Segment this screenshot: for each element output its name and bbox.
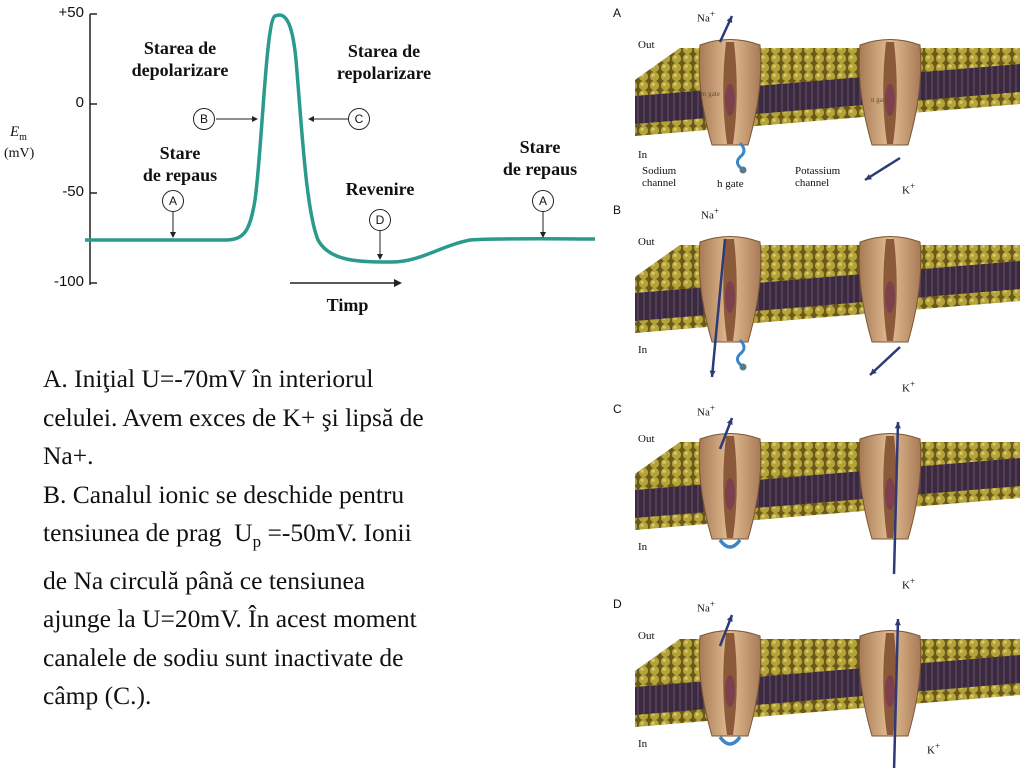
marker-a2: A: [532, 190, 554, 212]
k-arrow-c-head: [894, 422, 901, 429]
text-line-6: de Na circulă până ce tensiunea: [43, 565, 366, 595]
membrane-panels: A B C D Out In Out In Out In Out In Na+ …: [605, 0, 1024, 768]
k-label-a: K+: [902, 181, 916, 197]
k-arrow-a-head: [865, 174, 872, 180]
text-line-2: celulei. Avem exces de K+ şi lipsă de: [43, 402, 424, 432]
membrane-panel-a: [635, 15, 1020, 182]
h-gate-icon: [735, 338, 747, 371]
text-line-4: B. Canalul ionic se deschide pentru: [43, 479, 405, 509]
h-gate-icon: [735, 141, 747, 174]
m-gate-label: m gate: [701, 90, 720, 98]
panel-letter-b: B: [613, 203, 622, 217]
marker-a: A: [162, 190, 184, 212]
explanation-text: A. Iniţial U=-70mV în interiorul celulei…: [43, 360, 603, 716]
action-potential-curve: [85, 13, 596, 264]
arrowhead-d: [377, 254, 383, 260]
k-label-b: K+: [902, 379, 916, 395]
out-label-a: Out: [638, 39, 655, 51]
na-arrow-c-head: [726, 418, 733, 425]
x-axis-label: Timp: [326, 295, 369, 315]
sodium-channel-icon: [698, 630, 762, 737]
k-arrow-a: [864, 156, 901, 182]
text-line-9: câmp (C.).: [43, 681, 152, 711]
text-line-8: canalele de sodiu sunt inactivate de: [43, 642, 404, 672]
out-label-d: Out: [638, 630, 655, 642]
panel-letter-c: C: [613, 402, 622, 416]
membrane-panel-c: [635, 417, 1020, 575]
k-arrow-c: [892, 421, 900, 575]
na-arrow-d-head: [726, 615, 733, 622]
marker-d: D: [369, 209, 391, 231]
out-label-b: Out: [638, 236, 655, 248]
y-axis-unit: (mV): [4, 146, 35, 161]
h-gate-label: h gate: [717, 178, 744, 190]
out-label-c: Out: [638, 433, 655, 445]
y-axis-label: Em: [10, 124, 27, 143]
na-label-b: Na+: [701, 206, 719, 222]
y-tick-label-m50: -50: [62, 183, 84, 200]
potassium-channel-icon: [858, 39, 922, 146]
arrowhead-c: [308, 116, 314, 122]
arrowhead-a2: [540, 232, 546, 238]
text-line-3: Na+.: [43, 441, 94, 470]
text-line-7: ajunge la U=20mV. În acest moment: [43, 604, 417, 634]
text-line-5: tensiunea de prag Up =-50mV. Ionii: [43, 518, 412, 552]
na-label-c: Na+: [697, 403, 715, 419]
chart-svg: [85, 13, 596, 287]
k-arrow-d: [892, 618, 900, 768]
na-arrow-b-head: [709, 370, 716, 377]
membrane-panel-b: [635, 236, 1020, 378]
marker-b: B: [193, 108, 215, 130]
membrane-panel-d: [635, 614, 1020, 768]
na-label-a: Na+: [697, 9, 715, 25]
time-arrowhead: [394, 279, 402, 287]
in-label-d: In: [638, 738, 648, 750]
k-arrow-b-head: [870, 368, 877, 375]
na-label-d: Na+: [697, 599, 715, 615]
y-tick-label-50: +50: [58, 4, 84, 21]
arrowhead-b: [252, 116, 258, 122]
membrane-svg: [635, 15, 1020, 768]
y-tick-label-0: 0: [75, 94, 84, 111]
potassium-channel-icon: [858, 236, 922, 343]
text-line-1: A. Iniţial U=-70mV în interiorul: [43, 364, 374, 393]
arrowhead-a: [170, 232, 176, 238]
k-arrow-b: [869, 346, 901, 376]
sodium-channel-icon: [698, 433, 762, 540]
h-gate-icon: [718, 538, 742, 549]
potassium-channel-icon: [858, 433, 922, 540]
k-label-d: K+: [927, 741, 941, 757]
in-label-a: In: [638, 149, 648, 161]
panel-letter-d: D: [613, 597, 622, 611]
k-label-c: K+: [902, 576, 916, 592]
potassium-channel-icon: [858, 630, 922, 737]
panel-letter-a: A: [613, 6, 622, 20]
y-tick-label-m100: -100: [53, 273, 84, 290]
in-label-b: In: [638, 344, 648, 356]
sodium-channel-icon: [698, 236, 762, 343]
n-gate-label: n gate: [871, 96, 888, 104]
marker-c: C: [348, 108, 370, 130]
in-label-c: In: [638, 541, 648, 553]
label-recovery: Revenire: [345, 179, 415, 199]
na-arrow-b: [710, 238, 727, 378]
k-arrow-d-head: [894, 619, 901, 626]
na-arrow-a-head: [726, 16, 733, 23]
h-gate-icon: [718, 735, 742, 746]
sodium-channel-icon: [698, 39, 762, 146]
